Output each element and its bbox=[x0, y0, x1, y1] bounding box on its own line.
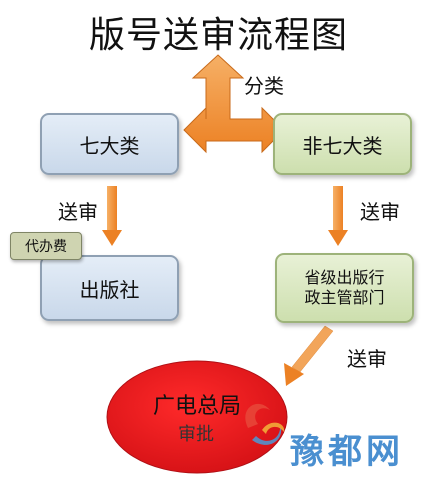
node-seven-categories-label: 七大类 bbox=[79, 133, 140, 158]
right-down-arrow bbox=[328, 186, 348, 246]
edge-label-review-bottom: 送审 bbox=[347, 347, 387, 371]
node-approval-label: 审批 bbox=[178, 424, 214, 445]
watermark-logo-icon bbox=[245, 403, 285, 445]
node-provincial-line2: 政主管部门 bbox=[304, 288, 385, 307]
left-down-arrow bbox=[102, 186, 122, 246]
edge-label-review-right: 送审 bbox=[360, 200, 400, 224]
node-publisher-label: 出版社 bbox=[79, 277, 140, 302]
node-provincial-line1: 省级出版行 bbox=[304, 268, 385, 287]
node-non-seven-categories: 非七大类 bbox=[273, 113, 412, 175]
edge-label-classify: 分类 bbox=[244, 74, 284, 98]
node-publisher: 出版社 bbox=[40, 255, 179, 321]
sapprft-ellipse bbox=[106, 360, 288, 474]
edge-label-review-left: 送审 bbox=[58, 200, 98, 224]
node-non-seven-categories-label: 非七大类 bbox=[302, 133, 383, 158]
proxy-fee-label: 代办费 bbox=[25, 239, 67, 255]
proxy-fee-tag: 代办费 bbox=[10, 232, 82, 260]
watermark-text: 豫都网 bbox=[290, 432, 404, 472]
node-provincial-authority: 省级出版行 政主管部门 bbox=[275, 253, 414, 323]
page-title: 版号送审流程图 bbox=[88, 15, 348, 56]
classify-arrow bbox=[183, 54, 285, 154]
diagonal-arrow bbox=[284, 325, 334, 386]
node-seven-categories: 七大类 bbox=[40, 113, 179, 175]
node-sapprft-label: 广电总局 bbox=[153, 394, 242, 419]
